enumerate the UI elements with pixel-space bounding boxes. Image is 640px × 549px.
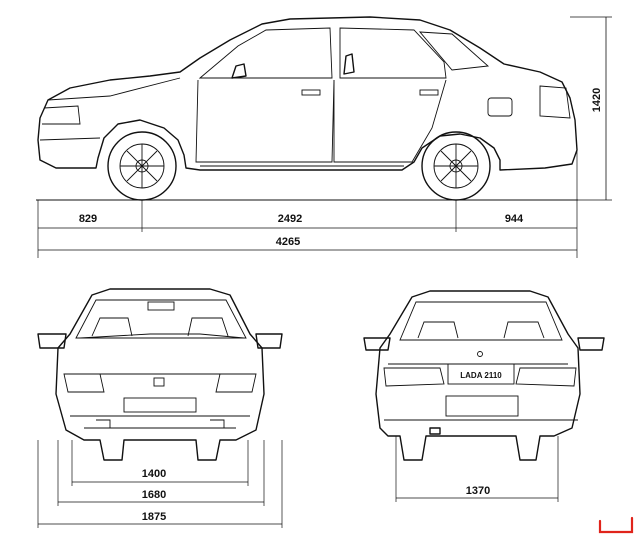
rear-model-badge: LADA 2110 (460, 371, 502, 380)
rear-left-mirror (363, 337, 391, 351)
rear-track-label: 1370 (466, 485, 490, 497)
overall-length-label: 4265 (276, 236, 300, 248)
front-bumper (70, 415, 250, 429)
corner-mark (598, 516, 634, 534)
side-view: 829 2492 944 4265 1420 (36, 16, 612, 258)
rear-door-window (339, 27, 447, 79)
front-badge-icon (153, 377, 165, 387)
rear-badge-plate (447, 363, 515, 385)
front-wheel (107, 131, 177, 201)
front-right-mirror (255, 333, 283, 349)
front-door-cut (195, 79, 335, 163)
front-bumper-line (39, 137, 101, 141)
right-seat (187, 317, 229, 337)
hood-line (47, 77, 181, 101)
front-door-handle (301, 89, 321, 96)
side-body-outline (37, 16, 578, 171)
fuel-door (487, 97, 513, 117)
front-windshield (75, 299, 247, 339)
rear-door-cut (333, 79, 447, 163)
headlight (42, 105, 81, 125)
front-right-headlight (215, 373, 257, 393)
exhaust-pipe (429, 427, 441, 435)
wiper-line (79, 333, 245, 339)
front-left-mirror (37, 333, 67, 349)
height-label: 1420 (591, 88, 603, 112)
rear-window (399, 301, 563, 341)
rear-left-tail-lamp (383, 367, 445, 387)
rear-emblem-icon (477, 351, 483, 357)
front-door-window (198, 27, 333, 79)
quarter-window (418, 31, 490, 71)
rear-right-tail-lamp (515, 367, 577, 387)
side-mirror (231, 63, 247, 79)
rear-overhang-label: 944 (505, 213, 524, 225)
rear-body-outline (375, 290, 581, 461)
front-overhang-label: 829 (79, 213, 97, 225)
rear-right-headrest (503, 321, 545, 339)
left-seat (91, 317, 133, 337)
rear-view: LADA 2110 1370 (363, 290, 605, 502)
front-left-headlight (63, 373, 105, 393)
front-fog-lights (96, 419, 225, 428)
rear-view-mirror (147, 301, 175, 311)
rear-door-handle (419, 89, 439, 96)
b-pillar-trim (343, 53, 355, 75)
overall-width-label: 1875 (142, 511, 166, 523)
body-width-label: 1680 (142, 489, 166, 501)
front-license-plate (123, 397, 197, 413)
rear-left-headrest (417, 321, 459, 339)
wheelbase-label: 2492 (278, 213, 302, 225)
rear-wheel (421, 131, 491, 201)
rear-right-mirror (577, 337, 605, 351)
front-body-outline (55, 288, 265, 461)
front-track-label: 1400 (142, 468, 166, 480)
tail-lamp (539, 85, 571, 119)
rear-license-plate (445, 395, 519, 417)
front-view: 1400 1680 1875 (37, 288, 283, 528)
